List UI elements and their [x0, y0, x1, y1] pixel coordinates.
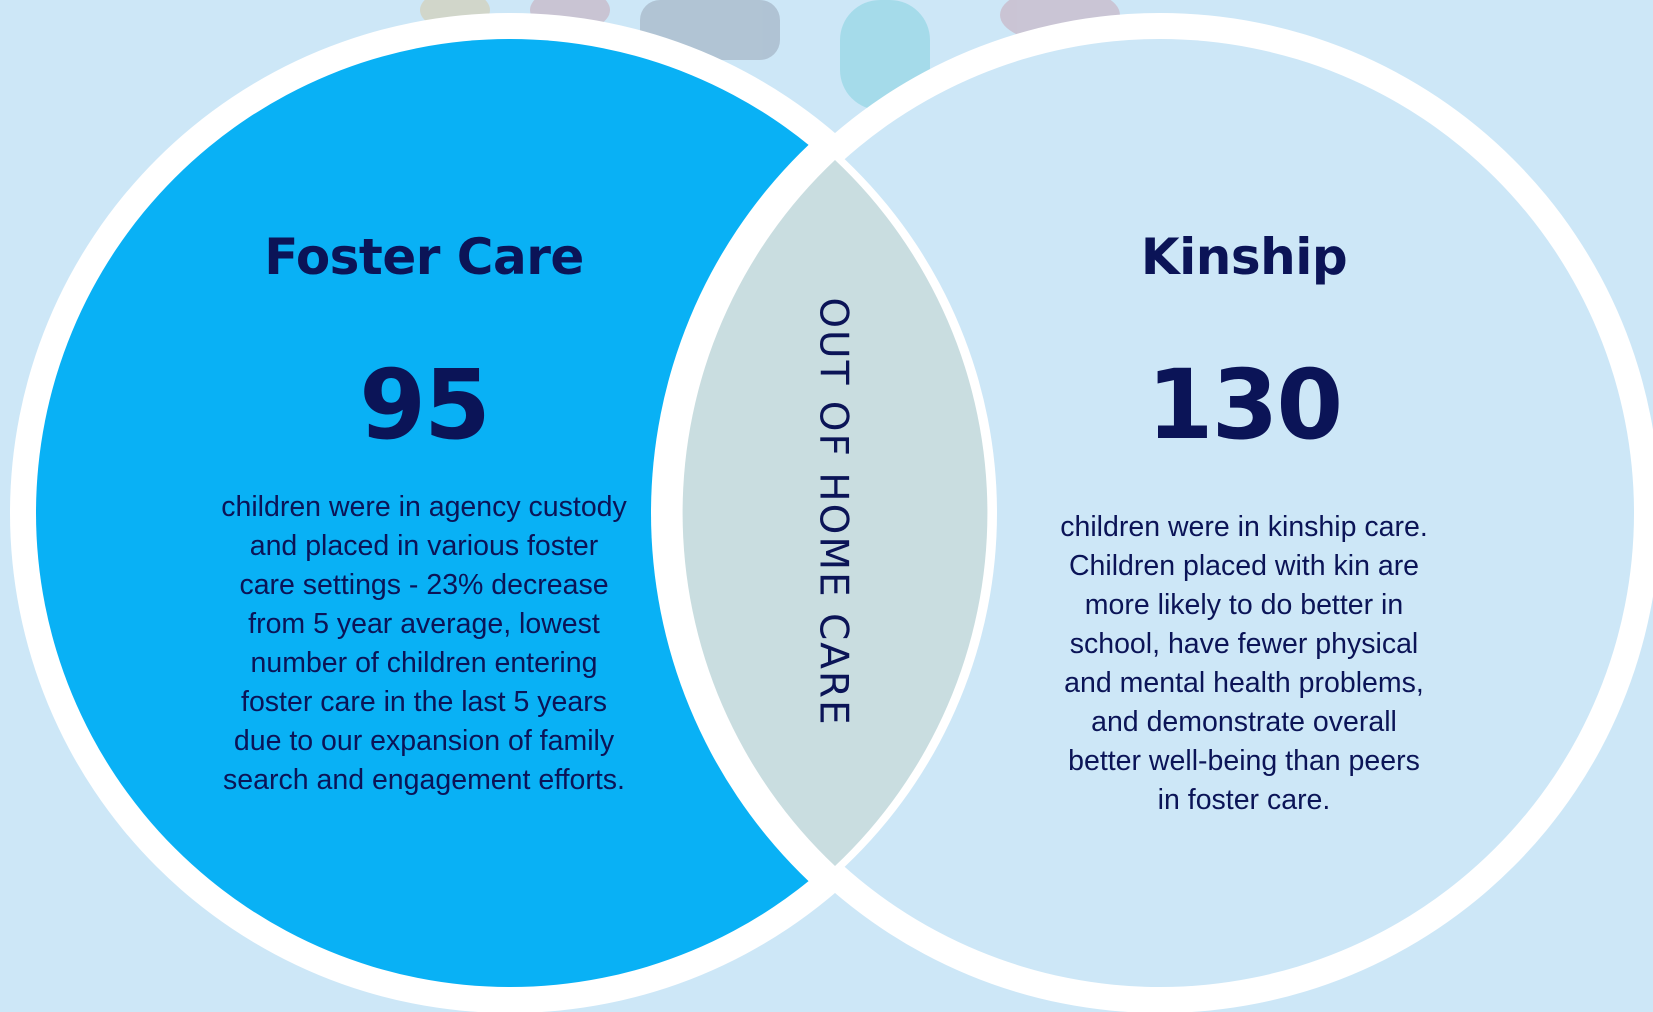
- kinship-count: 130: [1146, 349, 1343, 461]
- kinship-title: Kinship: [1140, 228, 1348, 286]
- foster-care-count: 95: [359, 349, 491, 461]
- kinship-description: children were in kinship care. Children …: [1060, 511, 1428, 816]
- foster-care-title: Foster Care: [264, 228, 584, 286]
- overlap-region: [682, 160, 988, 866]
- out-of-home-care-label: OUT OF HOME CARE: [810, 297, 856, 727]
- foster-care-description: children were in agency custody and plac…: [221, 491, 627, 796]
